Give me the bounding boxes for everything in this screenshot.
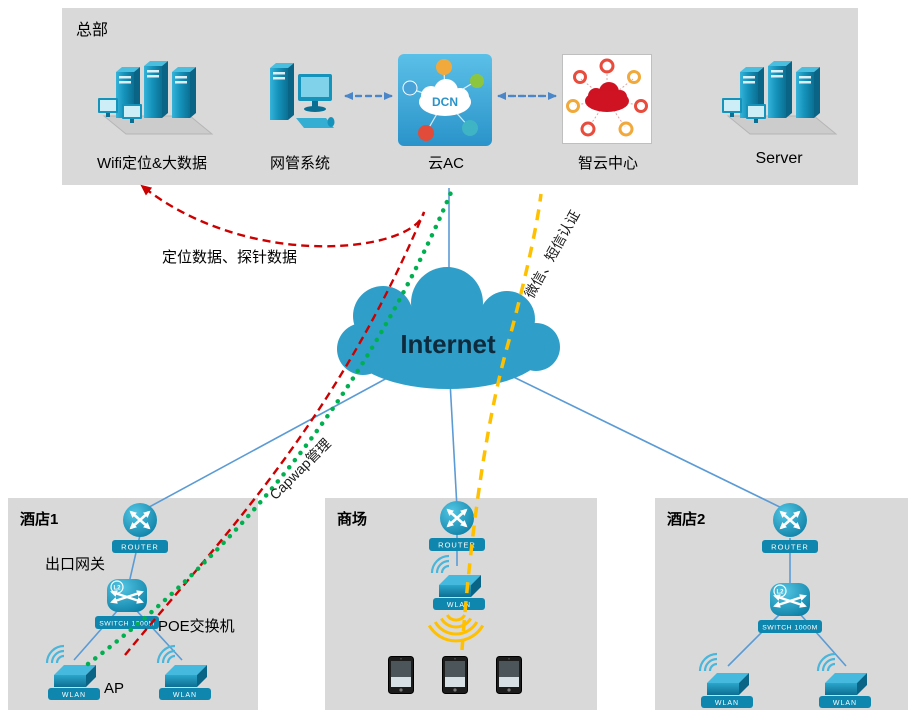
wan-links [139, 188, 791, 513]
wireless-ap-icon: WLAN [698, 652, 753, 708]
wlan-banner-label: WLAN [447, 602, 471, 609]
wifi-waves-icon [816, 652, 836, 672]
hotel1-gateway-label: 出口网关 [45, 556, 106, 573]
router-icon: ROUTER [112, 503, 168, 553]
ac-node-teal [462, 120, 478, 136]
mall-tablet-3 [496, 656, 522, 699]
dcn-cloud-shape [419, 79, 471, 116]
wlan-banner-label: WLAN [62, 692, 86, 699]
router-banner-label: ROUTER [438, 541, 476, 550]
tablet-icon [496, 656, 522, 694]
smart-cloud-node [562, 54, 652, 149]
cloud-ac-icon: DCN [398, 54, 492, 146]
ac-node-blue [402, 80, 418, 96]
hotel2-router: ROUTER [760, 502, 820, 559]
wireless-ap-icon: WLAN [430, 554, 485, 610]
ac-node-red [418, 125, 434, 141]
router-icon: ROUTER [429, 501, 485, 551]
internet-label: Internet [400, 329, 496, 359]
wlan-banner-label: WLAN [715, 700, 739, 707]
red-cloud-shape [585, 82, 629, 112]
nms-computer [262, 56, 336, 147]
hotel1-title: 酒店1 [20, 511, 59, 528]
l2-badge: L2 [776, 590, 784, 596]
wifi-bigdata-label: Wifi定位&大数据 [97, 155, 207, 172]
wireless-ap-icon: WLAN [156, 644, 211, 700]
sc-node-4 [618, 121, 634, 137]
hotel2-switch: L2 SWITCH 1000M [757, 580, 823, 639]
sc-node-6 [566, 99, 580, 113]
wlan-banner-label: WLAN [833, 700, 857, 707]
smart-cloud-label: 智云中心 [577, 155, 638, 172]
switch-banner-label: SWITCH 1000M [99, 621, 154, 628]
server-monitors [98, 98, 142, 123]
hotel2-title: 酒店2 [667, 511, 706, 528]
yellow-flow-label: 微信、短信认证 [521, 207, 583, 301]
mall-ap: WLAN [430, 554, 488, 615]
mall-tablet-2 [442, 656, 468, 699]
management-pc-icon [270, 63, 335, 128]
hq-title: 总部 [76, 22, 109, 39]
router-icon: ROUTER [762, 503, 818, 553]
server-cluster-icon [722, 61, 838, 135]
sc-node-1 [599, 58, 615, 74]
cloud-ac-node: DCN [398, 54, 492, 151]
wifi-waves-icon [698, 652, 718, 672]
switch-banner-label: SWITCH 1000M [762, 625, 817, 632]
nms-label: 网管系统 [269, 155, 330, 172]
wifi-waves-icon [45, 644, 65, 664]
hotel1-ap-label: AP [104, 680, 125, 697]
hotel2-ap-1: WLAN [698, 652, 756, 713]
hotel1-ap-2: WLAN [156, 644, 214, 705]
wireless-ap-icon: WLAN [45, 644, 100, 700]
tablet-icon [388, 656, 414, 694]
hotel1-switch: L2 SWITCH 1000M [94, 576, 160, 635]
server-cluster-icon [98, 61, 214, 135]
wlan-banner-label: WLAN [173, 692, 197, 699]
smart-cloud-icon [562, 54, 652, 144]
server-label: Server [755, 150, 803, 167]
sc-node-2 [627, 70, 641, 84]
sc-node-5 [580, 121, 596, 137]
switch-icon: L2 SWITCH 1000M [758, 583, 822, 633]
server-towers [116, 61, 196, 118]
wifi-waves-icon [156, 644, 176, 664]
switch-icon: L2 SWITCH 1000M [95, 579, 159, 629]
hotel2-ap-2: WLAN [816, 652, 874, 713]
hotel1-ap-1: WLAN [45, 644, 103, 705]
hotel1-poe-label: POE交换机 [158, 618, 235, 635]
server-towers [740, 61, 820, 118]
cloud-ac-label: 云AC [428, 155, 464, 172]
mall-tablet-1 [388, 656, 414, 699]
l2-badge: L2 [113, 586, 121, 592]
server-monitors [722, 98, 766, 123]
wireless-ap-icon: WLAN [816, 652, 871, 708]
wifi-bigdata-servers [92, 56, 214, 147]
mall-router: ROUTER [427, 500, 487, 557]
router-banner-label: ROUTER [771, 543, 809, 552]
dcn-badge: DCN [432, 95, 458, 109]
router-banner-label: ROUTER [121, 543, 159, 552]
hotel1-router: ROUTER [110, 502, 170, 559]
sc-node-3 [634, 99, 648, 113]
mall-title: 商场 [337, 511, 368, 528]
ac-node-orange [436, 59, 452, 75]
sc-node-7 [573, 70, 587, 84]
red-flow-label: 定位数据、探针数据 [161, 249, 297, 266]
server-farm [716, 56, 838, 147]
tablet-icon [442, 656, 468, 694]
wifi-waves-icon [430, 554, 450, 574]
ac-node-green [470, 74, 484, 88]
